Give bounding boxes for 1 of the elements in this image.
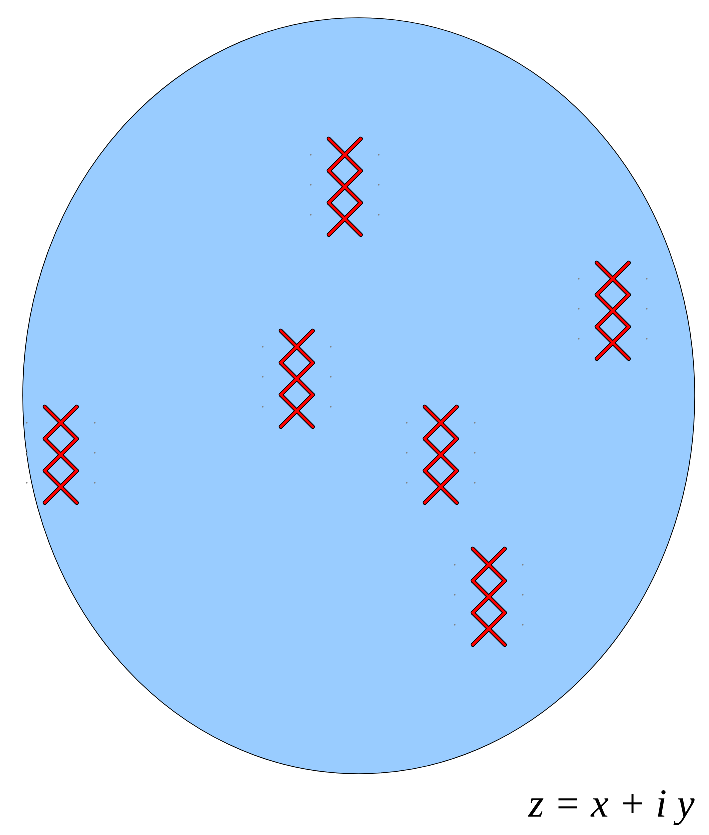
- formula-label: z = x + i y: [528, 790, 695, 826]
